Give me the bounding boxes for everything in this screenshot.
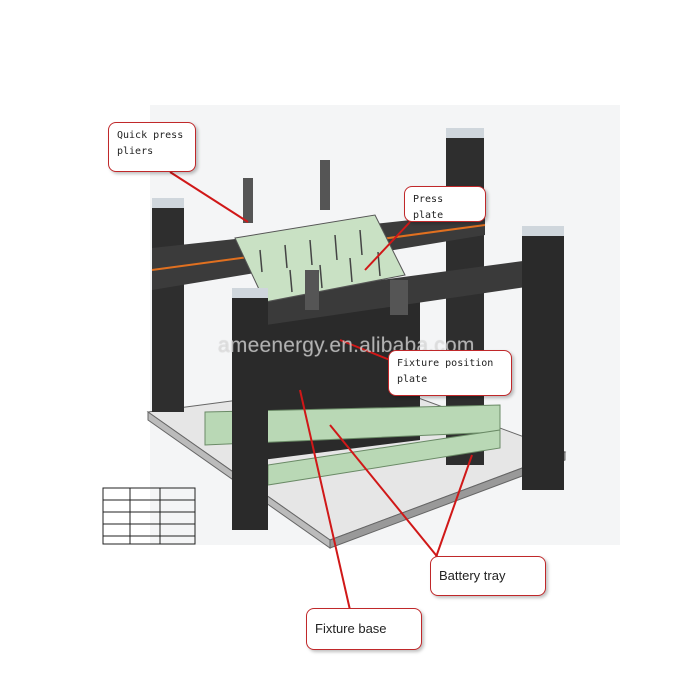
callout-fixture-base: Fixture base bbox=[306, 608, 422, 650]
column-cap bbox=[522, 226, 564, 236]
title-block-table bbox=[102, 487, 196, 545]
column-front-right bbox=[522, 230, 564, 490]
callout-leaders bbox=[169, 171, 473, 611]
column-cap bbox=[232, 288, 268, 298]
column-back-left bbox=[152, 200, 184, 412]
callout-fixture-position-plate: Fixture position plate bbox=[388, 350, 512, 396]
press-plate-pins bbox=[259, 229, 381, 293]
column-cap bbox=[446, 128, 484, 138]
column-front-left bbox=[232, 292, 268, 530]
base-plate-edge-right bbox=[329, 451, 566, 549]
callout-quick-press-pliers: Quick press pliers bbox=[108, 122, 196, 172]
callout-press-plate: Press plate bbox=[404, 186, 486, 222]
column-cap bbox=[152, 198, 184, 208]
callout-battery-tray: Battery tray bbox=[430, 556, 546, 596]
quick-press-pliers bbox=[243, 160, 408, 315]
press-plate bbox=[234, 214, 406, 303]
